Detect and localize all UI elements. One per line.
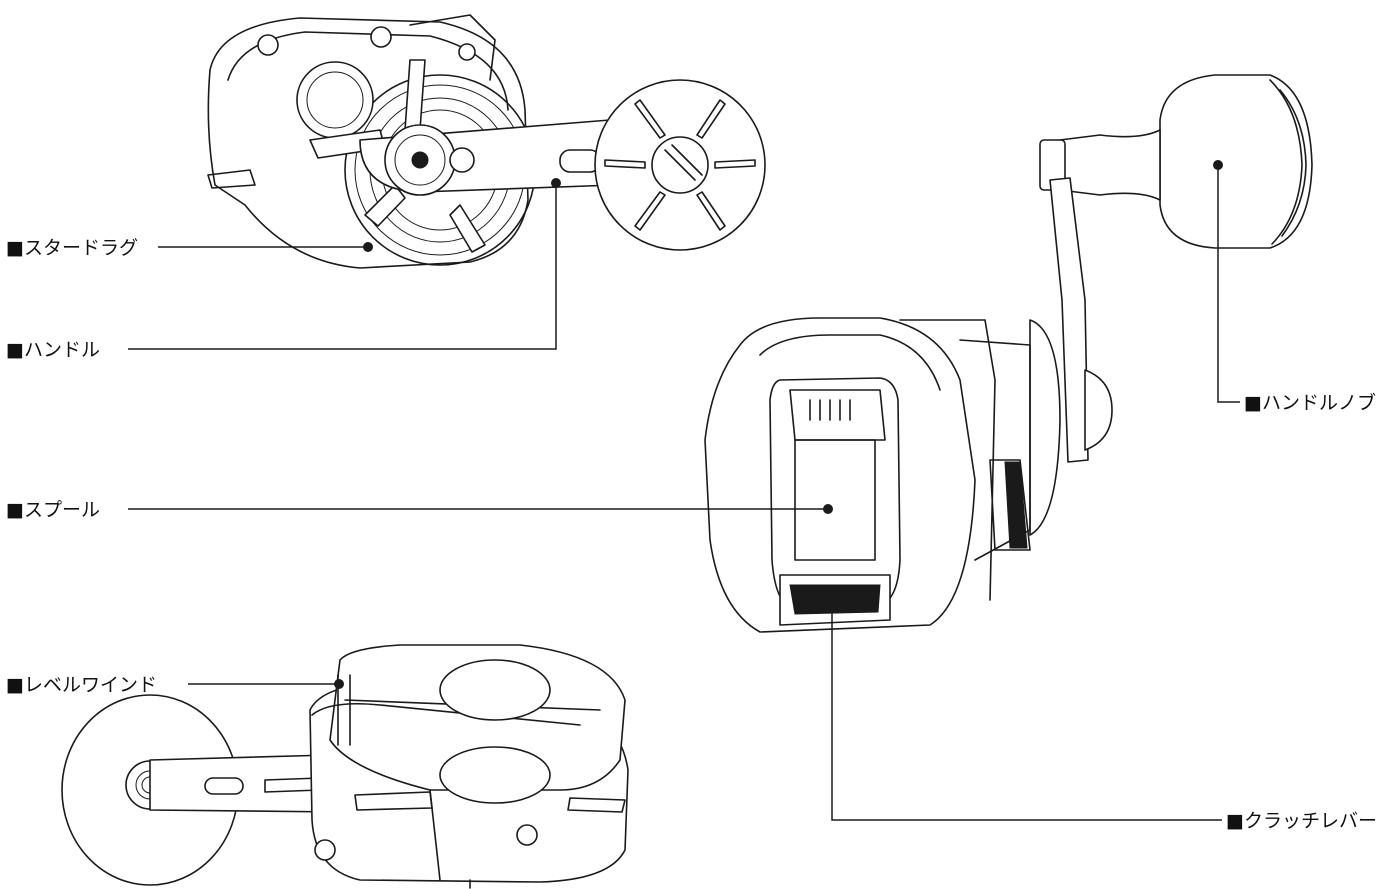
star-drag-dot [363,242,373,252]
reel-side-view-top [207,14,766,269]
clutch-lever-leader [831,598,1222,821]
handle-leader [128,183,557,350]
label-clutch-lever: ■クラッチレバー [1226,810,1377,832]
spool-dot [823,504,833,514]
level-wind-dot [334,679,344,689]
reel-rear-view-right [704,74,1313,633]
label-handle: ■ハンドル [6,339,100,361]
callout-lines [128,160,1240,821]
clutch-lever-dot [827,593,837,603]
label-level-wind: ■レベルワインド [6,674,157,696]
handle-knob-leader [1217,165,1240,403]
handle-dot [551,178,561,188]
label-spool: ■スプール [6,499,100,521]
callout-labels: ■スタードラグ ■ハンドル ■スプール ■レベルワインド ■ハンドルノブ ■クラ… [6,237,1377,832]
reel-front-view-bottom [61,644,629,889]
label-handle-knob: ■ハンドルノブ [1244,391,1376,414]
label-star-drag: ■スタードラグ [6,237,138,259]
handle-knob-dot [1213,160,1223,170]
